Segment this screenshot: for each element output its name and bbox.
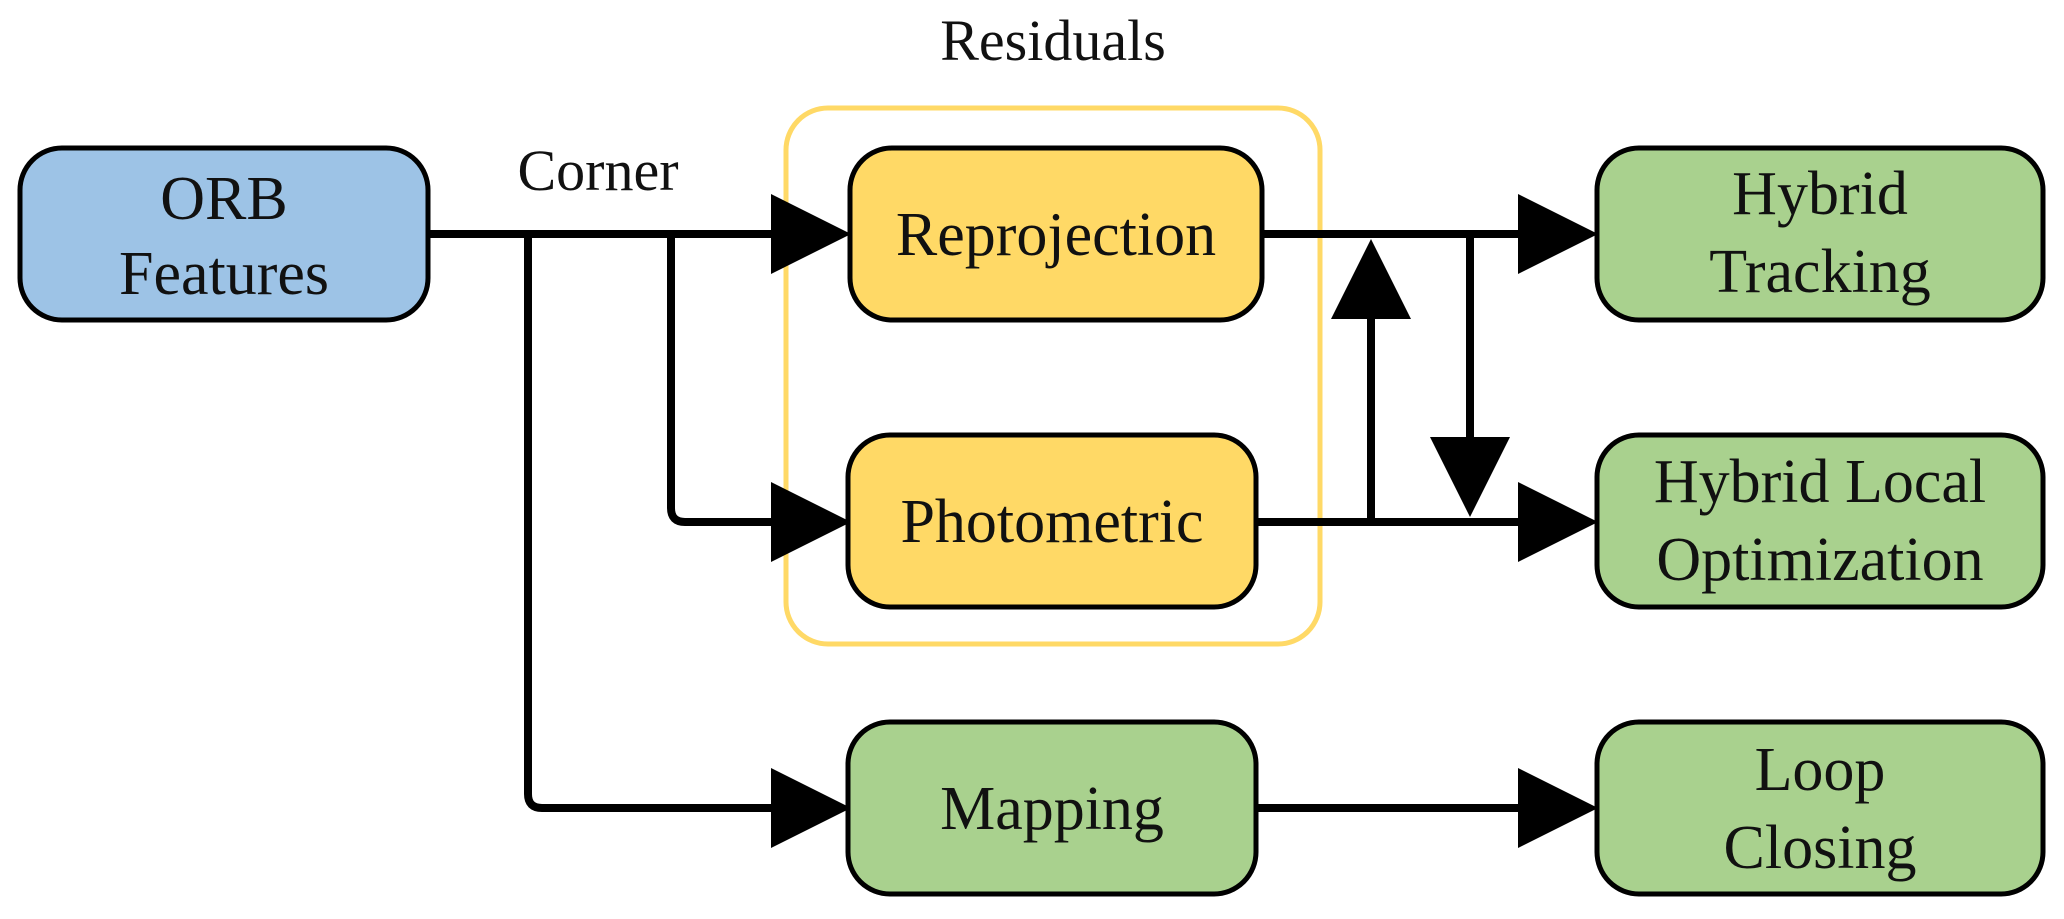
orb-features-line1: ORB: [160, 165, 287, 233]
loop-closing-line2: Closing: [1724, 814, 1917, 882]
loop-closing-line1: Loop: [1755, 736, 1886, 804]
hybrid-tracking-line1: Hybrid: [1732, 160, 1908, 228]
reprojection-label: Reprojection: [896, 201, 1216, 269]
residuals-group-border: [783, 105, 1323, 647]
mapping-label: Mapping: [940, 775, 1164, 843]
node-photometric: Photometric: [845, 432, 1259, 610]
node-mapping: Mapping: [845, 719, 1259, 897]
node-hybrid-tracking: Hybrid Tracking: [1594, 145, 2046, 323]
corner-edge-label: Corner: [517, 138, 678, 203]
orb-features-line2: Features: [119, 240, 329, 308]
photometric-label: Photometric: [900, 488, 1203, 556]
node-hybrid-local-optimization: Hybrid Local Optimization: [1594, 432, 2046, 610]
node-reprojection: Reprojection: [847, 145, 1265, 323]
node-orb-features: ORB Features: [17, 145, 431, 323]
edge-orb-to-photometric: [657, 230, 851, 562]
hybrid-local-optimization-line2: Optimization: [1656, 526, 1983, 594]
node-loop-closing: Loop Closing: [1594, 719, 2046, 897]
residuals-group-label: Residuals: [940, 8, 1166, 73]
edges: [428, 194, 1598, 848]
hybrid-tracking-line2: Tracking: [1709, 238, 1931, 306]
edge-orb-to-mapping: [514, 230, 851, 848]
hybrid-local-optimization-line1: Hybrid Local: [1654, 448, 1986, 516]
